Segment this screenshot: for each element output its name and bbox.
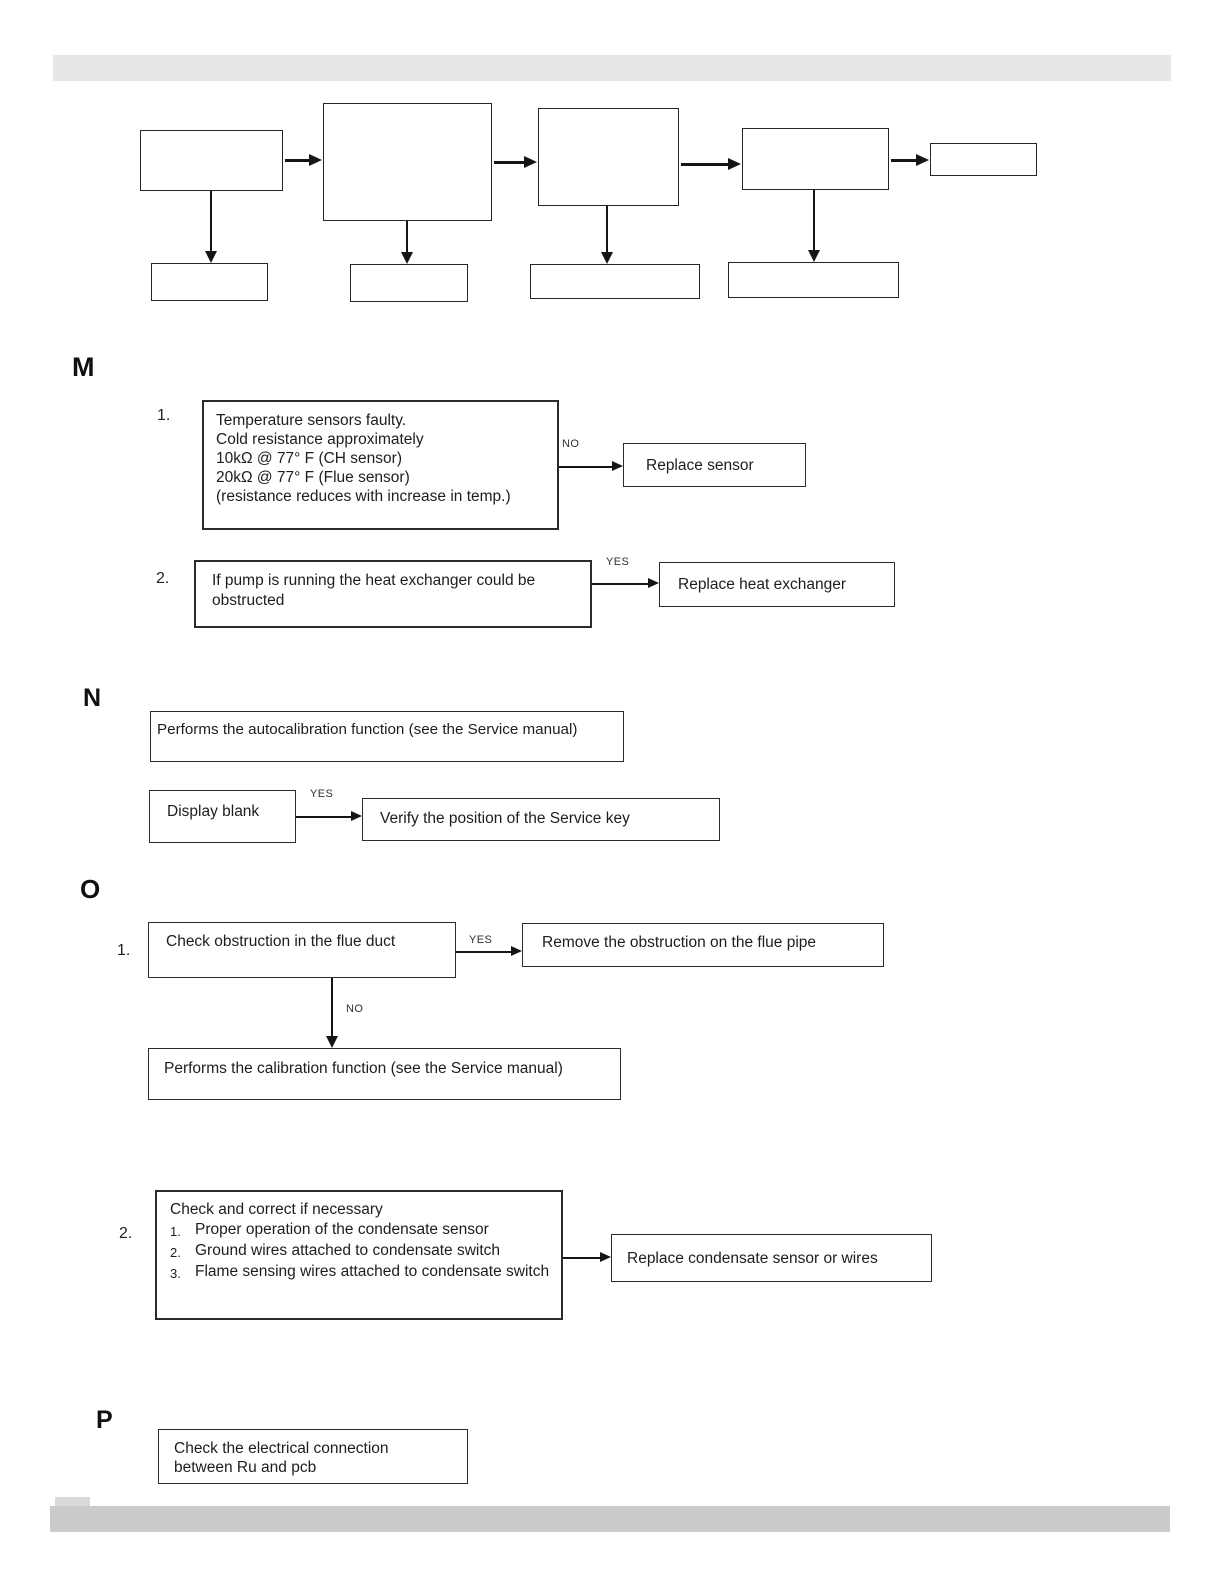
o-item1-yes-label: YES	[469, 934, 493, 946]
o-item1-no-arrow	[331, 978, 333, 1036]
footer-gray-bar	[50, 1506, 1170, 1532]
m-item2-box: If pump is running the heat exchanger co…	[194, 560, 592, 628]
section-label-p: P	[96, 1406, 113, 1434]
section-label-m: M	[72, 352, 95, 382]
o-item2-arrow-head	[600, 1252, 611, 1262]
m-item1-arrow	[559, 466, 612, 468]
m-item1-connector-label: NO	[562, 438, 580, 450]
n-autocalibration-text: Performs the autocalibration function (s…	[157, 721, 578, 738]
n-connector-label: YES	[310, 788, 334, 800]
n-action-box: Verify the position of the Service key	[362, 798, 720, 841]
m-item1-line4: 20kΩ @ 77° F (Flue sensor)	[216, 469, 410, 486]
n-display-blank-text: Display blank	[167, 803, 260, 820]
m-item2-text: If pump is running the heat exchanger co…	[212, 572, 536, 609]
o-item2-title: Check and correct if necessary	[170, 1201, 383, 1218]
m-item1-line3: 10kΩ @ 77° F (CH sensor)	[216, 450, 402, 467]
m-item1-box: Temperature sensors faulty. Cold resista…	[202, 400, 559, 530]
m-item1-number: 1.	[157, 407, 171, 424]
flow-box-1	[140, 130, 283, 191]
flow-arrow-2-3	[494, 161, 527, 164]
m-item1-action-box: Replace sensor	[623, 443, 806, 487]
flow-box-5	[930, 143, 1037, 176]
o-item2-check-3: 3. Flame sensing wires attached to conde…	[170, 1262, 553, 1283]
flow-box-2b	[350, 264, 468, 302]
m-item1-line5: (resistance reduces with increase in tem…	[216, 488, 511, 505]
n-action-label: Verify the position of the Service key	[380, 810, 630, 827]
o-item1-no-action-label: Performs the calibration function (see t…	[164, 1060, 563, 1077]
o-item2-action-label: Replace condensate sensor or wires	[627, 1249, 878, 1267]
flow-arrow-down-1-head	[205, 251, 217, 263]
m-item2-action-box: Replace heat exchanger	[659, 562, 895, 607]
o-item2-check-2-num: 2.	[170, 1245, 181, 1260]
m-item1-arrow-head	[612, 461, 623, 471]
m-item2-connector-label: YES	[606, 556, 630, 568]
p-box-line1: Check the electrical connection	[174, 1440, 389, 1457]
flow-arrow-down-4	[813, 190, 815, 251]
flow-arrow-1-2	[285, 159, 312, 162]
o-item1-yes-arrow-head	[511, 946, 522, 956]
o-item1-no-arrow-head	[326, 1036, 338, 1048]
flow-box-1b	[151, 263, 268, 301]
flow-arrow-down-1	[210, 191, 212, 252]
m-item2-action-label: Replace heat exchanger	[678, 576, 847, 593]
section-label-o: O	[80, 874, 101, 904]
flow-box-4	[742, 128, 889, 190]
o-item2-number: 2.	[119, 1225, 133, 1242]
flow-arrow-down-2	[406, 221, 408, 253]
o-item2-check-1: 1. Proper operation of the condensate se…	[170, 1220, 553, 1241]
flow-arrow-down-2-head	[401, 252, 413, 264]
o-item2-action-box: Replace condensate sensor or wires	[611, 1234, 932, 1282]
m-item2-arrow	[592, 583, 648, 585]
o-item1-box: Check obstruction in the flue duct	[148, 922, 456, 978]
flow-arrow-down-4-head	[808, 250, 820, 262]
flow-arrow-4-5	[891, 159, 919, 162]
o-item1-no-action-box: Performs the calibration function (see t…	[148, 1048, 621, 1100]
o-item1-number: 1.	[117, 942, 131, 959]
m-item1-action-label: Replace sensor	[646, 456, 754, 474]
n-display-blank-box: Display blank	[149, 790, 296, 843]
n-autocalibration-box: Performs the autocalibration function (s…	[150, 711, 624, 762]
flow-arrow-4-5-head	[916, 154, 929, 166]
section-label-n: N	[83, 684, 102, 712]
o-item2-check-2: 2. Ground wires attached to condensate s…	[170, 1241, 553, 1262]
o-item1-text: Check obstruction in the flue duct	[166, 933, 396, 950]
flow-arrow-down-3	[606, 206, 608, 253]
m-item2-number: 2.	[156, 570, 170, 587]
flow-arrow-3-4	[681, 163, 731, 166]
o-item2-arrow	[563, 1257, 600, 1259]
flow-arrow-1-2-head	[309, 154, 322, 166]
flow-arrow-3-4-head	[728, 158, 741, 170]
o-item1-yes-action-box: Remove the obstruction on the flue pipe	[522, 923, 884, 967]
o-item2-box: Check and correct if necessary 1. Proper…	[155, 1190, 563, 1320]
flow-box-3	[538, 108, 679, 206]
n-arrow	[296, 816, 351, 818]
o-item1-yes-action-label: Remove the obstruction on the flue pipe	[542, 934, 817, 951]
flow-box-2	[323, 103, 492, 221]
m-item2-arrow-head	[648, 578, 659, 588]
o-item2-check-3-num: 3.	[170, 1266, 181, 1281]
flow-arrow-down-3-head	[601, 252, 613, 264]
o-item1-no-label: NO	[346, 1003, 364, 1015]
m-item1-line1: Temperature sensors faulty.	[216, 412, 407, 429]
p-box: Check the electrical connection between …	[158, 1429, 468, 1484]
flow-arrow-2-3-head	[524, 156, 537, 168]
header-gray-bar	[53, 55, 1171, 81]
o-item1-yes-arrow	[456, 951, 511, 953]
n-arrow-head	[351, 811, 362, 821]
flow-box-3b	[530, 264, 700, 299]
o-item2-check-1-text: Proper operation of the condensate senso…	[195, 1221, 489, 1238]
o-item2-check-2-text: Ground wires attached to condensate swit…	[195, 1242, 501, 1259]
p-box-line2: between Ru and pcb	[174, 1459, 317, 1476]
flow-box-4b	[728, 262, 899, 298]
o-item2-check-3-text: Flame sensing wires attached to condensa…	[195, 1263, 550, 1280]
m-item1-line2: Cold resistance approximately	[216, 431, 424, 448]
o-item2-check-1-num: 1.	[170, 1224, 181, 1239]
